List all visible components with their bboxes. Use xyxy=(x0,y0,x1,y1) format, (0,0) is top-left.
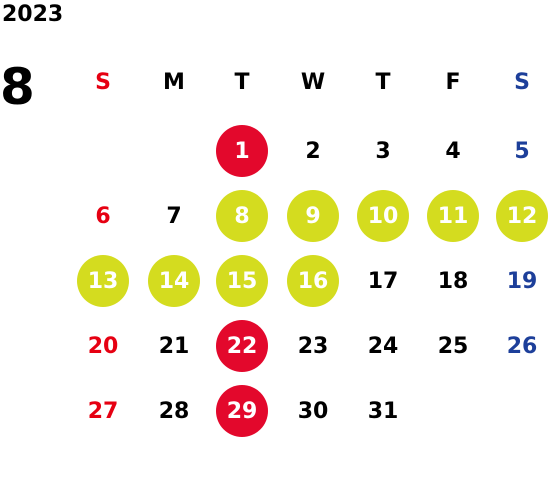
weekday-mon: M xyxy=(163,69,185,95)
calendar-month: 8 xyxy=(0,58,35,116)
day-cell[interactable]: 12 xyxy=(496,190,548,242)
day-cell[interactable]: 31 xyxy=(367,398,399,424)
weekday-wed: W xyxy=(300,69,326,95)
day-cell[interactable]: 27 xyxy=(87,398,119,424)
day-cell[interactable]: 23 xyxy=(297,333,329,359)
day-cell[interactable]: 19 xyxy=(506,268,538,294)
calendar-year: 2023 xyxy=(2,2,64,27)
weekday-thu: T xyxy=(375,69,391,95)
day-cell[interactable]: 20 xyxy=(87,333,119,359)
day-cell[interactable]: 17 xyxy=(367,268,399,294)
day-cell[interactable]: 21 xyxy=(158,333,190,359)
weekday-sun: S xyxy=(95,69,111,95)
day-cell[interactable]: 9 xyxy=(287,190,339,242)
day-cell[interactable]: 2 xyxy=(305,138,321,164)
day-cell[interactable]: 24 xyxy=(367,333,399,359)
weekday-sat: S xyxy=(514,69,530,95)
day-cell[interactable]: 30 xyxy=(297,398,329,424)
day-cell[interactable]: 3 xyxy=(375,138,391,164)
day-cell[interactable]: 5 xyxy=(514,138,530,164)
day-cell[interactable]: 28 xyxy=(158,398,190,424)
day-cell[interactable]: 1 xyxy=(216,125,268,177)
day-cell[interactable]: 10 xyxy=(357,190,409,242)
day-cell[interactable]: 29 xyxy=(216,385,268,437)
day-cell[interactable]: 11 xyxy=(427,190,479,242)
day-cell[interactable]: 16 xyxy=(287,255,339,307)
day-cell[interactable]: 25 xyxy=(437,333,469,359)
day-cell[interactable]: 22 xyxy=(216,320,268,372)
day-cell[interactable]: 15 xyxy=(216,255,268,307)
day-cell[interactable]: 18 xyxy=(437,268,469,294)
day-cell[interactable]: 14 xyxy=(148,255,200,307)
weekday-fri: F xyxy=(445,69,461,95)
day-cell[interactable]: 6 xyxy=(95,203,111,229)
day-cell[interactable]: 13 xyxy=(77,255,129,307)
day-cell[interactable]: 7 xyxy=(166,203,182,229)
day-cell[interactable]: 26 xyxy=(506,333,538,359)
weekday-tue: T xyxy=(234,69,250,95)
day-cell[interactable]: 8 xyxy=(216,190,268,242)
day-cell[interactable]: 4 xyxy=(445,138,461,164)
